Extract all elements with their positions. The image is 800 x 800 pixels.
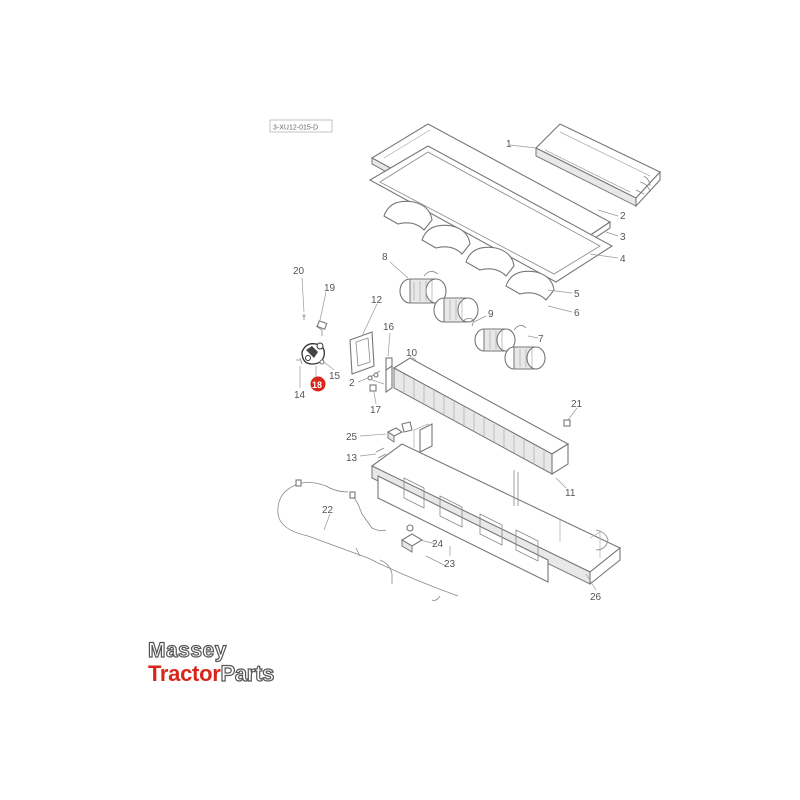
callout-15: 15 (329, 371, 341, 382)
leader-lines (299, 144, 619, 591)
part-switch (400, 524, 424, 553)
callout-11: 11 (565, 488, 576, 499)
callout-26: 26 (590, 592, 602, 603)
massey-tractor-parts-logo: Massey TractorParts (147, 639, 275, 686)
callout-7: 7 (538, 334, 544, 345)
part-main-housing (370, 423, 622, 586)
reference-code-box: 3-XU12-015-D (269, 119, 333, 133)
callout-2b: 2 (349, 378, 355, 389)
callout-21: 21 (571, 399, 583, 410)
callout-20: 20 (293, 266, 305, 277)
callout-12: 12 (371, 295, 383, 306)
reference-code: 3-XU12-015-D (273, 125, 318, 132)
callout-18: 18 (312, 380, 322, 390)
part-sensor-bracket (375, 421, 413, 459)
logo-line-1: Massey (147, 639, 227, 662)
callout-23: 23 (444, 559, 456, 570)
callout-13: 13 (346, 453, 358, 464)
highlight-marker (310, 376, 326, 392)
part-control-box (535, 123, 661, 208)
callout-24: 24 (432, 539, 444, 550)
callout-1: 1 (506, 139, 512, 150)
callout-22: 22 (322, 505, 334, 516)
part-blower-wheels-top (399, 271, 479, 323)
callout-9: 9 (488, 309, 494, 320)
part-blower-wheels-lower (461, 318, 546, 370)
part-clip (563, 419, 571, 427)
callout-10: 10 (406, 348, 418, 359)
part-wiring-harness (277, 479, 459, 601)
callout-3: 3 (620, 232, 626, 243)
logo-word-red: Tractor (148, 661, 221, 686)
part-heater-core (385, 357, 570, 475)
callout-5: 5 (574, 289, 580, 300)
callout-25: 25 (346, 432, 358, 443)
callout-16: 16 (383, 322, 395, 333)
callout-4: 4 (620, 254, 626, 265)
logo-line-2: TractorParts (148, 661, 275, 686)
callout-6: 6 (574, 308, 580, 319)
callout-14: 14 (294, 390, 306, 401)
part-gasket-frame (349, 331, 375, 375)
part-actuator-cluster (296, 314, 328, 380)
callout-2: 2 (620, 211, 626, 222)
callout-19: 19 (324, 283, 336, 294)
part-blower-housings (383, 200, 555, 301)
callout-8: 8 (382, 252, 388, 263)
logo-word-outline: Parts (220, 661, 275, 686)
callout-17: 17 (370, 405, 382, 416)
